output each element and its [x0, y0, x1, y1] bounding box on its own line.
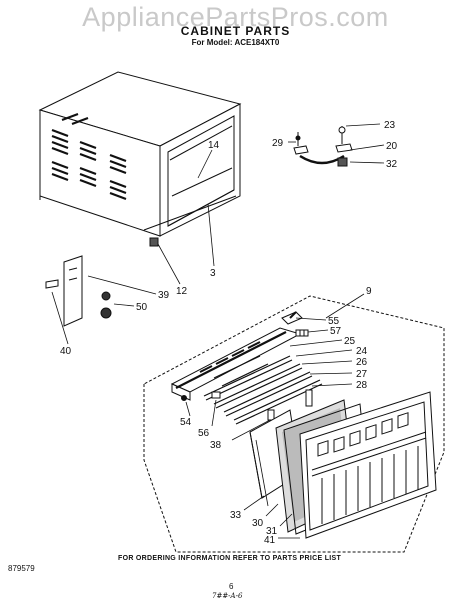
front-grille — [299, 391, 437, 539]
callout-31: 31 — [266, 526, 278, 537]
mounting-bracket — [45, 255, 112, 327]
callout-28: 28 — [356, 380, 368, 391]
callout-30: 30 — [252, 518, 264, 529]
callout-26: 26 — [356, 357, 368, 368]
callout-9: 9 — [366, 286, 372, 297]
callout-20: 20 — [386, 141, 398, 152]
grille-assembly-outline — [143, 295, 445, 553]
callout-32: 32 — [386, 159, 398, 170]
callout-40: 40 — [60, 346, 72, 357]
callout-56: 56 — [198, 428, 210, 439]
ordering-note: FOR ORDERING INFORMATION REFER TO PARTS … — [118, 555, 342, 562]
callout-33: 33 — [230, 510, 242, 521]
cabinet-clip — [149, 237, 159, 247]
callout-38: 38 — [210, 440, 222, 451]
callout-54: 54 — [180, 417, 192, 428]
cabinet-louvers — [51, 112, 127, 201]
callout-labels: 14 3 12 39 50 40 29 23 20 32 9 55 57 25 … — [60, 120, 398, 546]
callout-25: 25 — [344, 336, 356, 347]
callout-50: 50 — [136, 302, 148, 313]
handwritten-note: 7##-A-6 — [212, 592, 243, 600]
callout-24: 24 — [356, 346, 368, 357]
leader-lines — [51, 123, 385, 539]
cabinet-shell — [38, 71, 242, 237]
callout-41: 41 — [264, 535, 276, 546]
callout-3: 3 — [210, 268, 216, 279]
callout-57: 57 — [330, 326, 342, 337]
hinge-kit — [293, 126, 353, 167]
callout-23: 23 — [384, 120, 396, 131]
callout-39: 39 — [158, 290, 170, 301]
watermark: AppliancePartsPros.com — [82, 2, 389, 32]
callout-27: 27 — [356, 369, 368, 380]
model-line: For Model: ACE184XT0 — [191, 38, 280, 47]
page-title: CABINET PARTS — [180, 24, 291, 38]
callout-14: 14 — [208, 140, 220, 151]
document-number: 879579 — [8, 564, 35, 573]
page-number: 6 — [229, 582, 234, 591]
callout-55: 55 — [328, 316, 340, 327]
callout-29: 29 — [272, 138, 284, 149]
callout-12: 12 — [176, 286, 188, 297]
control-bar — [170, 327, 302, 401]
